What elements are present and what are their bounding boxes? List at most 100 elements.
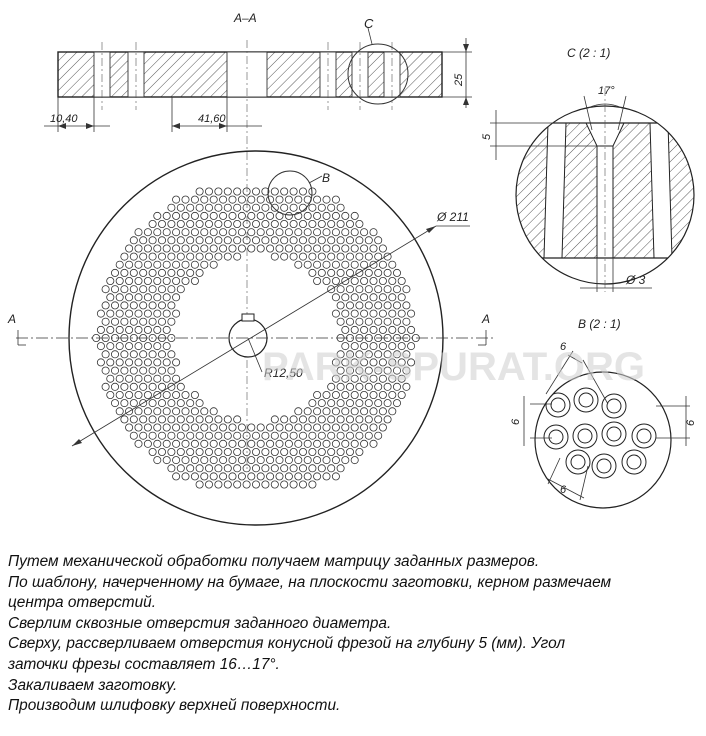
hole xyxy=(125,260,134,269)
hole xyxy=(378,244,387,253)
hole xyxy=(181,456,190,465)
detail-c-title: C (2 : 1) xyxy=(567,46,610,60)
hole xyxy=(176,464,185,473)
hole xyxy=(280,464,289,473)
hole xyxy=(233,480,242,489)
hole xyxy=(364,382,373,391)
hole xyxy=(284,244,293,253)
hole xyxy=(327,415,336,424)
hole xyxy=(167,236,176,245)
hole xyxy=(360,228,369,237)
hole xyxy=(303,228,312,237)
hole xyxy=(96,342,105,351)
hole xyxy=(233,187,242,196)
hole xyxy=(172,211,181,220)
hole xyxy=(209,228,218,237)
hole xyxy=(402,350,411,359)
section-marker-right: А xyxy=(481,312,490,326)
detail-hole xyxy=(606,398,622,414)
hole xyxy=(153,342,162,351)
hole xyxy=(120,350,129,359)
hole xyxy=(228,439,237,448)
hole xyxy=(219,244,228,253)
hole xyxy=(317,219,326,228)
hole xyxy=(181,407,190,416)
hole xyxy=(139,350,148,359)
hole xyxy=(181,228,190,237)
hole xyxy=(167,464,176,473)
detail-hole xyxy=(550,397,566,413)
hole xyxy=(261,236,270,245)
description-line: Сверлим сквозные отверстия заданного диа… xyxy=(8,614,392,632)
hole xyxy=(233,252,242,261)
hole xyxy=(402,317,411,326)
hole xyxy=(336,366,345,375)
hole xyxy=(289,431,298,440)
hole xyxy=(266,472,275,481)
hole xyxy=(303,260,312,269)
hole xyxy=(101,285,110,294)
hole xyxy=(298,447,307,456)
hole xyxy=(176,203,185,212)
hole xyxy=(111,350,120,359)
detail-hole xyxy=(606,426,622,442)
hole xyxy=(172,390,181,399)
hole xyxy=(195,447,204,456)
hole xyxy=(139,382,148,391)
hole xyxy=(195,464,204,473)
hole xyxy=(134,358,143,367)
hole xyxy=(317,415,326,424)
hole xyxy=(237,211,246,220)
hole xyxy=(125,358,134,367)
hole xyxy=(120,268,129,277)
hole xyxy=(129,399,138,408)
hole xyxy=(153,439,162,448)
hole xyxy=(327,285,336,294)
hole xyxy=(176,285,185,294)
hole xyxy=(336,317,345,326)
hole xyxy=(125,374,134,383)
hole xyxy=(256,211,265,220)
detail-hole xyxy=(565,449,591,475)
hole xyxy=(388,407,397,416)
hole xyxy=(303,244,312,253)
hole xyxy=(139,366,148,375)
detail-hole xyxy=(601,421,627,447)
hole xyxy=(251,203,260,212)
hole xyxy=(162,456,171,465)
hole xyxy=(280,252,289,261)
hole xyxy=(383,399,392,408)
hole xyxy=(139,236,148,245)
hole xyxy=(350,374,359,383)
dim-cone-depth: 5 xyxy=(481,133,493,140)
hole xyxy=(233,447,242,456)
hole xyxy=(364,366,373,375)
hole xyxy=(360,407,369,416)
hole xyxy=(331,228,340,237)
hole xyxy=(209,407,218,416)
hole xyxy=(181,472,190,481)
hole xyxy=(294,456,303,465)
hole xyxy=(360,390,369,399)
hole xyxy=(242,464,251,473)
hole xyxy=(209,195,218,204)
hole xyxy=(176,268,185,277)
hole xyxy=(298,480,307,489)
hole xyxy=(378,390,387,399)
hole xyxy=(176,447,185,456)
hole xyxy=(322,407,331,416)
section-marker-left: А xyxy=(7,312,16,326)
hole xyxy=(322,439,331,448)
hole xyxy=(167,447,176,456)
hole xyxy=(195,399,204,408)
hole xyxy=(242,447,251,456)
hole xyxy=(153,423,162,432)
dim-hole-diameter: Ø 3 xyxy=(625,273,646,287)
hole xyxy=(115,342,124,351)
hole xyxy=(392,268,401,277)
hole xyxy=(298,187,307,196)
hole xyxy=(237,456,246,465)
hole xyxy=(120,285,129,294)
hole xyxy=(214,252,223,261)
hole xyxy=(322,276,331,285)
